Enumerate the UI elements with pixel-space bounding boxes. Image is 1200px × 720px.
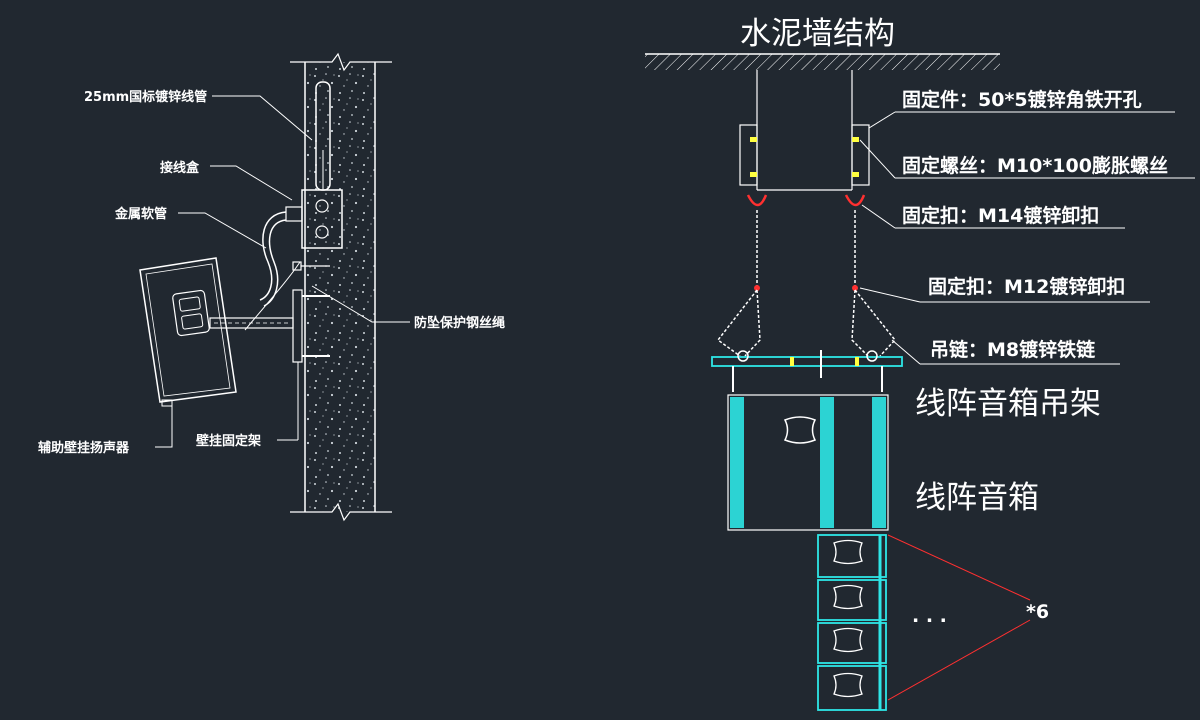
label-line-array: 线阵音箱 [915, 480, 1039, 516]
leader-safety-wire [311, 285, 410, 323]
label-conduit: 25mm国标镀锌线管 [84, 89, 207, 105]
leader-conduit [212, 95, 313, 141]
leader-quantity-top [887, 534, 1031, 601]
title-wall-structure: 水泥墙结构 [740, 16, 895, 52]
line-array-stack [817, 534, 887, 711]
break-line-top [290, 52, 392, 72]
angle-iron-right [851, 124, 870, 186]
label-junction-box: 接线盒 [160, 160, 200, 176]
label-safety-wire: 防坠保护钢丝绳 [414, 315, 505, 331]
ceiling-hatch [645, 54, 1000, 70]
shackle-m12-right [852, 285, 858, 291]
label-shackle-m12: 固定扣：M12镀锌卸扣 [928, 275, 1125, 298]
left-wall-detail: 25mm国标镀锌线管 接线盒 金属软管 防坠保护钢丝绳 壁挂固定架 辅助壁挂扬声… [38, 52, 505, 522]
anchor-bolt [750, 137, 757, 142]
line-array-unit-3 [817, 622, 887, 664]
label-rigging-frame: 线阵音箱吊架 [915, 386, 1101, 422]
label-bracket-piece: 固定件：50*5镀锌角铁开孔 [902, 88, 1142, 111]
label-anchor-bolt: 固定螺丝：M10*100膨胀螺丝 [902, 154, 1168, 177]
label-speaker: 辅助壁挂扬声器 [38, 440, 130, 456]
speaker-driver [172, 289, 210, 337]
angle-iron-left [739, 124, 758, 186]
label-chain: 吊链：M8镀锌铁链 [930, 338, 1095, 361]
leader-quantity-bottom [887, 619, 1031, 701]
shackle-m14-right [844, 194, 866, 207]
line-array-unit-1 [817, 534, 887, 578]
label-flex-conduit: 金属软管 [114, 206, 167, 222]
wall-bracket-plate [292, 289, 303, 363]
break-line-bottom [290, 502, 392, 522]
bracket-arm [209, 317, 294, 329]
rigging-frame-bar [711, 356, 903, 367]
line-array-unit-4 [817, 665, 887, 711]
shackle-m12-left [754, 285, 760, 291]
label-shackle-m14: 固定扣：M14镀锌卸扣 [902, 204, 1099, 227]
label-quantity: *6 [1026, 601, 1049, 623]
line-array-speaker-main [727, 394, 889, 531]
leader-flex-conduit [178, 212, 267, 249]
leader-junction-box [210, 165, 293, 201]
right-hanging-detail: 水泥墙结构 [645, 16, 1195, 711]
shackle-m14-left [746, 194, 768, 207]
label-ellipsis: . . . [912, 605, 947, 627]
leader-speaker [155, 404, 173, 448]
label-bracket: 壁挂固定架 [196, 433, 261, 449]
line-array-unit-2 [817, 579, 887, 621]
flex-conduit [259, 211, 287, 301]
wall-speaker [139, 257, 237, 403]
